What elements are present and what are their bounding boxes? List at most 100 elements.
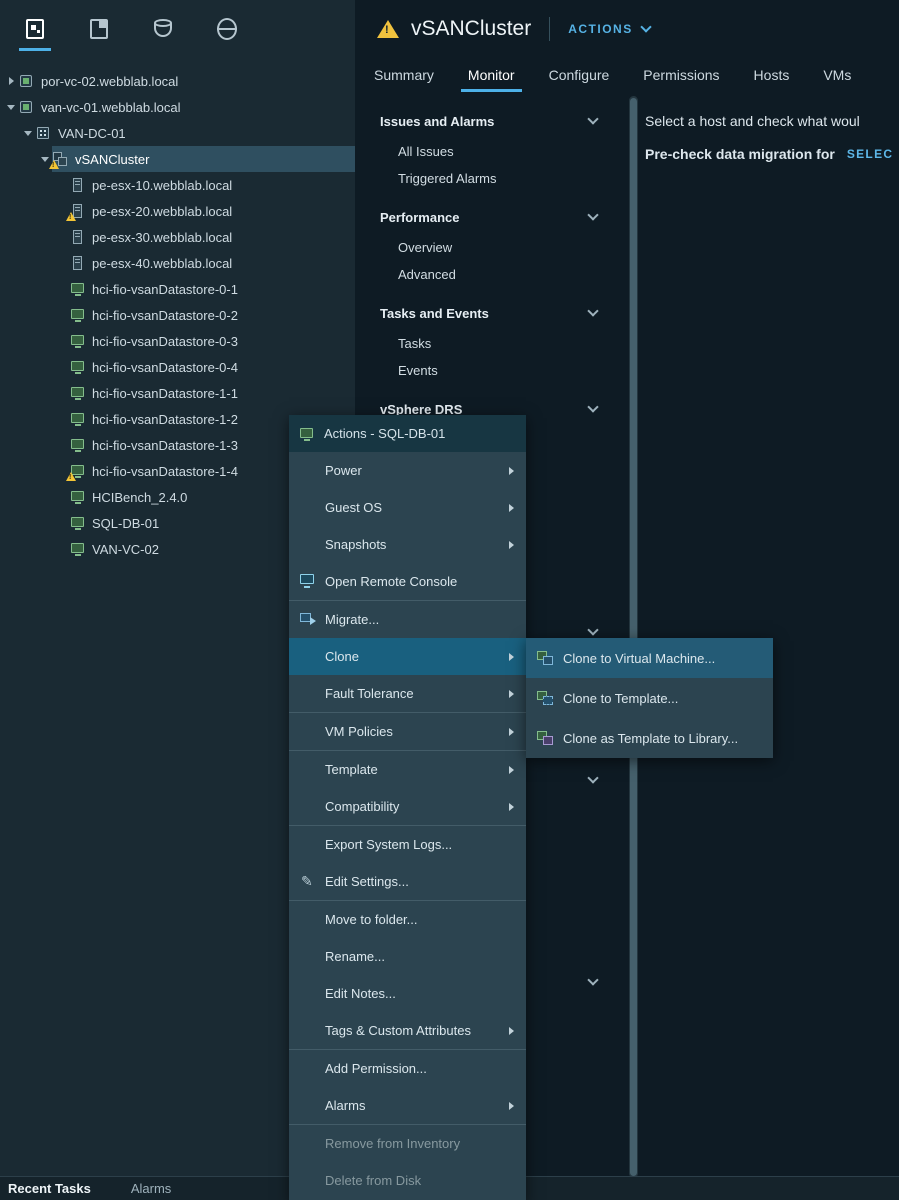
recent-tasks-tab[interactable]: Recent Tasks <box>8 1181 91 1196</box>
menu-item-label: Add Permission... <box>325 1061 427 1076</box>
tree-item[interactable]: van-vc-01.webblab.local <box>0 94 355 120</box>
expander-collapsed-icon[interactable] <box>4 68 18 94</box>
tab-permissions[interactable]: Permissions <box>643 67 720 83</box>
tree-item[interactable]: pe-esx-10.webblab.local <box>0 172 355 198</box>
vm-icon <box>299 426 316 442</box>
menu-item-clone[interactable]: Clone <box>289 638 526 675</box>
tree-item-label: hci-fio-vsanDatastore-0-2 <box>92 307 238 323</box>
object-navigator-toolbar <box>0 0 355 58</box>
chevron-down-icon[interactable] <box>587 624 599 636</box>
submenu-arrow-icon <box>509 540 514 549</box>
nav-section-tasks-and-events[interactable]: Tasks and Events <box>355 296 627 330</box>
menu-item-snapshots[interactable]: Snapshots <box>289 526 526 563</box>
nav-item-triggered-alarms[interactable]: Triggered Alarms <box>398 171 497 186</box>
nav-item-tasks[interactable]: Tasks <box>398 336 432 351</box>
tab-vms[interactable]: VMs <box>823 67 852 83</box>
expander-spacer <box>55 250 69 276</box>
migrate-icon <box>299 611 317 627</box>
monitor-nav-scrollbar[interactable] <box>629 96 638 1178</box>
tree-item[interactable]: pe-esx-30.webblab.local <box>0 224 355 250</box>
submenu-arrow-icon <box>509 802 514 811</box>
remote-console-icon <box>299 573 317 589</box>
tab-monitor[interactable]: Monitor <box>451 58 532 92</box>
tree-item-label: pe-esx-20.webblab.local <box>92 203 233 219</box>
nav-section-vsphere-drs[interactable]: vSphere DRS <box>355 392 627 426</box>
scrollbar-thumb[interactable] <box>630 98 637 1176</box>
menu-item-label: Edit Settings... <box>325 874 409 889</box>
tree-item-vsancluster[interactable]: vSANCluster <box>0 146 355 172</box>
submenu-arrow-icon <box>509 466 514 475</box>
menu-item-alarms[interactable]: Alarms <box>289 1087 526 1124</box>
menu-item-tags-custom-attributes[interactable]: Tags & Custom Attributes <box>289 1012 526 1049</box>
menu-item-vm-policies[interactable]: VM Policies <box>289 713 526 750</box>
tree-item[interactable]: por-vc-02.webblab.local <box>0 68 355 94</box>
tab-hosts[interactable]: Hosts <box>753 67 790 83</box>
host-icon <box>66 203 87 221</box>
chevron-down-icon <box>640 21 652 33</box>
tree-item[interactable]: pe-esx-40.webblab.local <box>0 250 355 276</box>
tree-item-label: vSANCluster <box>75 151 150 167</box>
alarms-tab[interactable]: Alarms <box>130 1181 172 1196</box>
menu-item-label: VM Policies <box>325 724 393 739</box>
menu-item-template[interactable]: Template <box>289 751 526 788</box>
menu-item-guest-os[interactable]: Guest OS <box>289 489 526 526</box>
submenu-arrow-icon <box>509 689 514 698</box>
hosts-and-clusters-icon[interactable] <box>19 16 51 51</box>
precheck-select-link[interactable]: SELEC <box>846 147 894 161</box>
actions-button[interactable]: ACTIONS <box>568 21 652 36</box>
chevron-down-icon[interactable] <box>587 772 599 784</box>
vm-icon <box>70 411 87 427</box>
tree-item[interactable]: pe-esx-20.webblab.local <box>0 198 355 224</box>
nav-item-events[interactable]: Events <box>398 363 438 378</box>
tree-item[interactable]: VAN-DC-01 <box>0 120 355 146</box>
menu-item-compatibility[interactable]: Compatibility <box>289 788 526 825</box>
networking-glyph <box>214 16 240 42</box>
menu-item-delete-from-disk: Delete from Disk <box>289 1162 526 1199</box>
menu-item-edit-settings[interactable]: Edit Settings... <box>289 863 526 900</box>
tree-item-sql-db-01[interactable]: SQL-DB-01 <box>0 510 355 536</box>
menu-item-export-system-logs[interactable]: Export System Logs... <box>289 826 526 863</box>
tree-item[interactable]: hci-fio-vsanDatastore-0-1 <box>0 276 355 302</box>
menu-item-label: Clone <box>325 649 359 664</box>
nav-item-all-issues[interactable]: All Issues <box>398 144 454 159</box>
storage-icon[interactable] <box>150 16 176 42</box>
menu-item-migrate[interactable]: Migrate... <box>289 601 526 638</box>
expander-expanded-icon[interactable] <box>21 120 35 146</box>
tree-item[interactable]: hci-fio-vsanDatastore-1-4 <box>0 458 355 484</box>
tab-summary[interactable]: Summary <box>374 67 434 83</box>
tree-item[interactable]: hci-fio-vsanDatastore-0-2 <box>0 302 355 328</box>
submenu-item-clone-to-virtual-machine[interactable]: Clone to Virtual Machine... <box>526 638 773 678</box>
expander-spacer <box>55 510 69 536</box>
menu-item-label: Power <box>325 463 362 478</box>
menu-item-rename[interactable]: Rename... <box>289 938 526 975</box>
submenu-item-clone-to-template[interactable]: Clone to Template... <box>526 678 773 718</box>
submenu-arrow-icon <box>509 1026 514 1035</box>
nav-item-advanced[interactable]: Advanced <box>398 267 456 282</box>
submenu-item-clone-as-template-to-library[interactable]: Clone as Template to Library... <box>526 718 773 758</box>
expander-spacer <box>55 380 69 406</box>
menu-item-edit-notes[interactable]: Edit Notes... <box>289 975 526 1012</box>
networking-icon[interactable] <box>214 16 240 42</box>
tree-item[interactable]: hci-fio-vsanDatastore-0-4 <box>0 354 355 380</box>
menu-item-fault-tolerance[interactable]: Fault Tolerance <box>289 675 526 712</box>
nav-section-performance[interactable]: Performance <box>355 200 627 234</box>
menu-item-add-permission[interactable]: Add Permission... <box>289 1050 526 1087</box>
tree-item[interactable]: hci-fio-vsanDatastore-1-1 <box>0 380 355 406</box>
chevron-down-icon[interactable] <box>587 974 599 986</box>
menu-item-power[interactable]: Power <box>289 452 526 489</box>
tab-configure[interactable]: Configure <box>548 67 610 83</box>
vm-icon <box>70 489 87 505</box>
tree-item[interactable]: hci-fio-vsanDatastore-1-2 <box>0 406 355 432</box>
nav-item-overview[interactable]: Overview <box>398 240 453 255</box>
warning-badge-icon <box>66 212 76 221</box>
tree-item[interactable]: hci-fio-vsanDatastore-1-3 <box>0 432 355 458</box>
menu-item-open-remote-console[interactable]: Open Remote Console <box>289 563 526 600</box>
vms-and-templates-icon[interactable] <box>86 16 112 42</box>
inventory-tree: por-vc-02.webblab.local van-vc-01.webbla… <box>0 68 355 1176</box>
expander-expanded-icon[interactable] <box>4 94 18 120</box>
tree-item[interactable]: HCIBench_2.4.0 <box>0 484 355 510</box>
tree-item[interactable]: VAN-VC-02 <box>0 536 355 562</box>
menu-item-move-to-folder[interactable]: Move to folder... <box>289 901 526 938</box>
tree-item[interactable]: hci-fio-vsanDatastore-0-3 <box>0 328 355 354</box>
nav-section-issues-and-alarms[interactable]: Issues and Alarms <box>355 104 627 138</box>
